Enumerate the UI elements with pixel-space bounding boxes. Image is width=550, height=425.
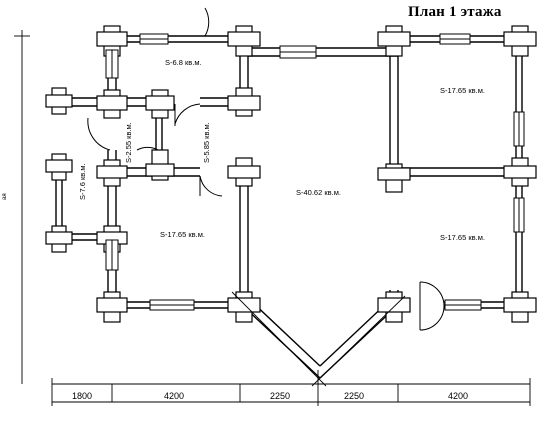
wall-inner-right — [389, 36, 399, 180]
room-area-label: S-17.65 кв.м. — [160, 230, 205, 239]
room-area-label: S-7.6 кв.м. — [78, 163, 87, 200]
dimension-label: 2250 — [269, 391, 291, 401]
door-arc — [204, 7, 210, 37]
wall-top-left — [107, 28, 240, 43]
room-area-label: S-6.8 кв.м. — [165, 58, 202, 67]
dimension-label: 1800 — [71, 391, 93, 401]
vertical-dimension-line — [14, 30, 30, 384]
dimension-line — [51, 370, 531, 406]
side-dimension-label: ая — [2, 193, 8, 200]
wall-top-middle — [248, 47, 398, 57]
room-area-label: S-40.62 кв.м. — [296, 188, 341, 197]
room-area-label: S-17.65 кв.м. — [440, 86, 485, 95]
room-area-label: S-2.55 кв.м. — [124, 122, 133, 163]
dimension-label: 2250 — [343, 391, 365, 401]
plan-title: План 1 этажа — [408, 4, 502, 20]
wall-right-room-h — [398, 167, 522, 177]
dimension-label: 4200 — [163, 391, 185, 401]
room-area-label: S-17.65 кв.м. — [440, 233, 485, 242]
dimension-label: 4200 — [447, 391, 469, 401]
room-area-label: S-5.85 кв.м. — [202, 122, 211, 163]
